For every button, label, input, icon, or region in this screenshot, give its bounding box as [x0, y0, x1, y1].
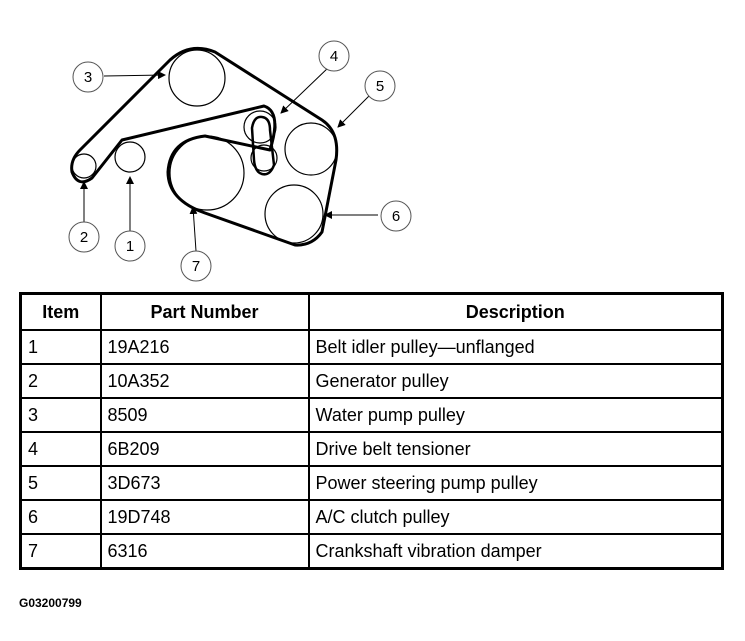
cell-part-number: 8509	[99, 397, 310, 433]
svg-text:3: 3	[84, 69, 92, 86]
cell-item: 4	[19, 431, 102, 467]
cell-part-number: 10A352	[99, 363, 310, 399]
table-row: 5 3D673 Power steering pump pulley	[19, 465, 724, 501]
callout-4-leader	[280, 65, 331, 114]
svg-text:4: 4	[330, 48, 338, 65]
table-header-row: Item Part Number Description	[19, 292, 724, 331]
svg-text:5: 5	[376, 78, 384, 95]
figure-id: G03200799	[19, 596, 82, 610]
cell-description: Generator pulley	[307, 363, 724, 399]
cell-item: 6	[19, 499, 102, 535]
cell-description: Belt idler pulley—unflanged	[307, 329, 724, 365]
parts-table: Item Part Number Description 1 19A216 Be…	[19, 292, 724, 570]
ac-clutch-pulley	[264, 184, 324, 244]
cell-item: 5	[19, 465, 102, 501]
svg-text:7: 7	[192, 258, 200, 275]
tensioner-belt-loop	[250, 115, 276, 176]
tensioner-lower-pulley	[250, 144, 278, 172]
callout-1: 1	[114, 230, 146, 262]
table-row: 3 8509 Water pump pulley	[19, 397, 724, 433]
table-row: 6 19D748 A/C clutch pulley	[19, 499, 724, 535]
cell-item: 3	[19, 397, 102, 433]
cell-description: Crankshaft vibration damper	[307, 533, 724, 570]
table-row: 2 10A352 Generator pulley	[19, 363, 724, 399]
belt-routing-diagram: 3 4 5 6 2 1 7	[68, 40, 412, 282]
belt-idler-pulley	[114, 141, 146, 173]
callout-3: 3	[72, 61, 104, 93]
cell-part-number: 19A216	[99, 329, 310, 365]
callout-7-leader	[189, 206, 198, 252]
svg-text:1: 1	[126, 238, 134, 255]
header-item: Item	[19, 292, 102, 331]
header-description: Description	[307, 292, 724, 331]
header-part-number: Part Number	[99, 292, 310, 331]
callout-5-leader	[337, 94, 371, 128]
svg-text:2: 2	[80, 229, 88, 246]
table-row: 7 6316 Crankshaft vibration damper	[19, 533, 724, 570]
table-row: 1 19A216 Belt idler pulley—unflanged	[19, 329, 724, 365]
callout-6: 6	[380, 200, 412, 232]
drive-belt	[70, 46, 339, 247]
cell-description: Water pump pulley	[307, 397, 724, 433]
callout-4: 4	[318, 40, 350, 72]
cell-description: Power steering pump pulley	[307, 465, 724, 501]
svg-text:6: 6	[392, 208, 400, 225]
callout-7: 7	[180, 250, 212, 282]
cell-part-number: 19D748	[99, 499, 310, 535]
callout-3-leader	[103, 71, 166, 80]
cell-part-number: 6316	[99, 533, 310, 570]
cell-item: 7	[19, 533, 102, 570]
callout-2: 2	[68, 221, 100, 253]
cell-item: 1	[19, 329, 102, 365]
callout-5: 5	[364, 70, 396, 102]
cell-description: A/C clutch pulley	[307, 499, 724, 535]
cell-item: 2	[19, 363, 102, 399]
cell-description: Drive belt tensioner	[307, 431, 724, 467]
cell-part-number: 3D673	[99, 465, 310, 501]
table-row: 4 6B209 Drive belt tensioner	[19, 431, 724, 467]
power-steering-pump-pulley	[284, 122, 338, 176]
cell-part-number: 6B209	[99, 431, 310, 467]
water-pump-pulley	[168, 49, 226, 107]
